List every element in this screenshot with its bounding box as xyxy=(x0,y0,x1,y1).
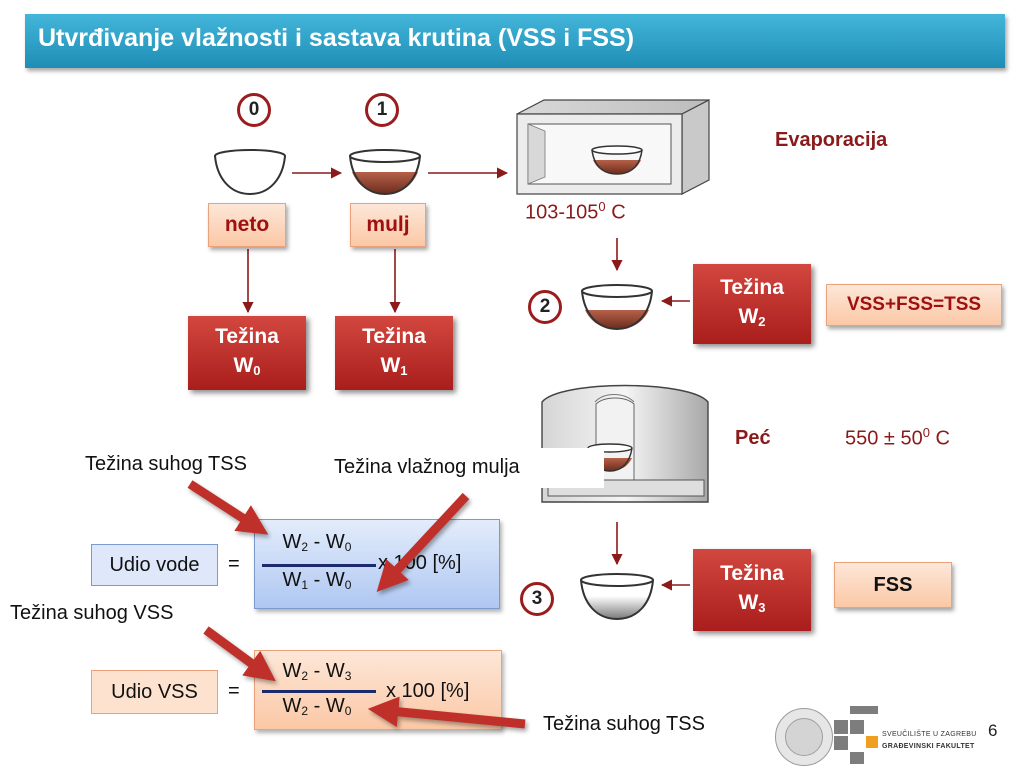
page-title: Utvrđivanje vlažnosti i sastava krutina … xyxy=(38,24,635,52)
title-bar: Utvrđivanje vlažnosti i sastava krutina … xyxy=(25,14,1005,68)
vss-share-numerator: W2 - W3 xyxy=(282,660,352,683)
weight-w1-box: Težina W1 xyxy=(335,316,453,390)
university-seal-logo xyxy=(775,708,833,766)
water-share-denominator: W1 - W0 xyxy=(282,569,352,592)
ash-bowl xyxy=(580,573,654,621)
weight-w2-box: Težina W2 xyxy=(693,264,811,344)
annotation-background xyxy=(328,448,604,488)
step-2-badge: 2 xyxy=(528,290,562,324)
step-3-badge: 3 xyxy=(520,582,554,616)
water-share-label: Udio vode xyxy=(91,544,218,586)
water-share-equals: = xyxy=(228,553,240,575)
logo-faculty-text: GRAĐEVINSKI FAKULTET xyxy=(882,743,975,750)
annotation-dry-vss-weight: Težina suhog VSS xyxy=(10,602,174,624)
dried-bowl xyxy=(581,284,653,331)
water-share-multiplier: x 100 [%] xyxy=(378,552,462,574)
tss-equation-box: VSS+FSS=TSS xyxy=(826,284,1002,326)
furnace-label: Peć xyxy=(735,427,771,449)
faculty-logo-mark xyxy=(834,706,878,764)
drying-oven-illustration xyxy=(516,99,710,195)
sludge-bowl xyxy=(349,149,421,196)
annotation-dry-tss-weight-2: Težina suhog TSS xyxy=(543,713,705,735)
step-1-badge: 1 xyxy=(365,93,399,127)
furnace-temperature: 550 ± 500 C xyxy=(845,425,950,450)
vss-share-label: Udio VSS xyxy=(91,670,218,714)
annotation-dry-tss-weight: Težina suhog TSS xyxy=(85,453,247,475)
step-0-badge: 0 xyxy=(237,93,271,127)
evaporation-label: Evaporacija xyxy=(775,129,888,151)
fss-label-box: FSS xyxy=(834,562,952,608)
water-share-numerator: W2 - W0 xyxy=(282,531,352,554)
vss-share-fraction-bar xyxy=(262,690,376,693)
logo-university-text: SVEUČILIŠTE U ZAGREBU xyxy=(882,731,977,738)
mulj-label-box: mulj xyxy=(350,203,426,247)
vss-share-multiplier: x 100 [%] xyxy=(386,680,470,702)
weight-w3-box: Težina W3 xyxy=(693,549,811,631)
water-share-fraction-bar xyxy=(262,564,376,567)
annotation-wet-sludge-weight: Težina vlažnog mulja xyxy=(334,456,520,478)
vss-share-denominator: W2 - W0 xyxy=(282,695,352,718)
weight-w0-box: Težina W0 xyxy=(188,316,306,390)
vss-share-equals: = xyxy=(228,680,240,702)
neto-label-box: neto xyxy=(208,203,286,247)
evaporation-temperature: 103-1050 C xyxy=(525,199,626,224)
page-number: 6 xyxy=(988,721,998,740)
empty-bowl xyxy=(214,149,286,196)
